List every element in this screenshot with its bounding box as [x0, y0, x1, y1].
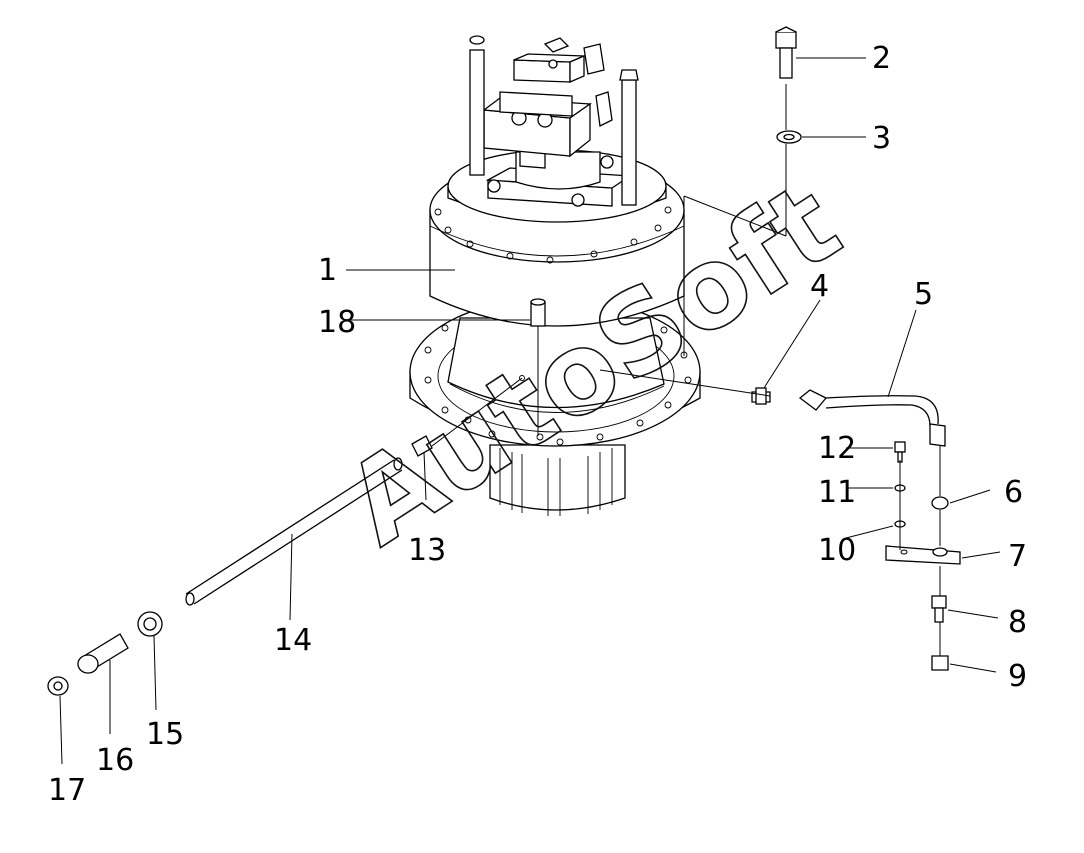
- callout-15: 15: [146, 717, 184, 752]
- nut-part-15: [137, 611, 163, 637]
- tie-rods: [469, 35, 639, 206]
- callout-12: 12: [818, 431, 856, 466]
- plate-part-7: [885, 545, 961, 565]
- callout-9: 9: [1008, 659, 1027, 694]
- cap-part-17: [47, 676, 69, 696]
- callout-7: 7: [1008, 539, 1027, 574]
- nut-part-6: [931, 496, 949, 510]
- hose-part-5: [798, 389, 946, 447]
- drain-tube-part-14: [185, 457, 403, 606]
- coupler-part-16: [77, 633, 129, 674]
- callout-11: 11: [818, 475, 856, 510]
- callout-14: 14: [274, 623, 312, 658]
- callout-5: 5: [914, 277, 933, 312]
- callout-10: 10: [818, 533, 856, 568]
- output-spline-shaft: [489, 444, 626, 516]
- fitting-part-13: [411, 435, 433, 457]
- callout-16: 16: [96, 743, 134, 778]
- bolt-part-2: [775, 26, 797, 79]
- adapter-part-8: [931, 595, 947, 623]
- swing-motor-assembly: [409, 35, 701, 516]
- callout-13: 13: [408, 533, 446, 568]
- callout-1: 1: [318, 253, 337, 288]
- nut-part-9: [931, 655, 949, 671]
- callout-6: 6: [1004, 475, 1023, 510]
- callout-17: 17: [48, 773, 86, 808]
- motor-top-block: [482, 37, 632, 207]
- bolt-part-12: [894, 441, 906, 463]
- callout-2: 2: [872, 41, 891, 76]
- callout-18: 18: [318, 305, 356, 340]
- callout-3: 3: [872, 121, 891, 156]
- washer-part-3: [776, 130, 802, 144]
- fitting-part-4: [751, 387, 771, 405]
- callout-8: 8: [1008, 605, 1027, 640]
- callout-4: 4: [810, 269, 829, 304]
- gear-housing-neck: [447, 317, 665, 441]
- leader-lines: [59, 57, 1001, 765]
- callout-labels: 1 2 3 4 5 6 7 8 9 10 11 12 13 14 15 16 1…: [48, 41, 1027, 808]
